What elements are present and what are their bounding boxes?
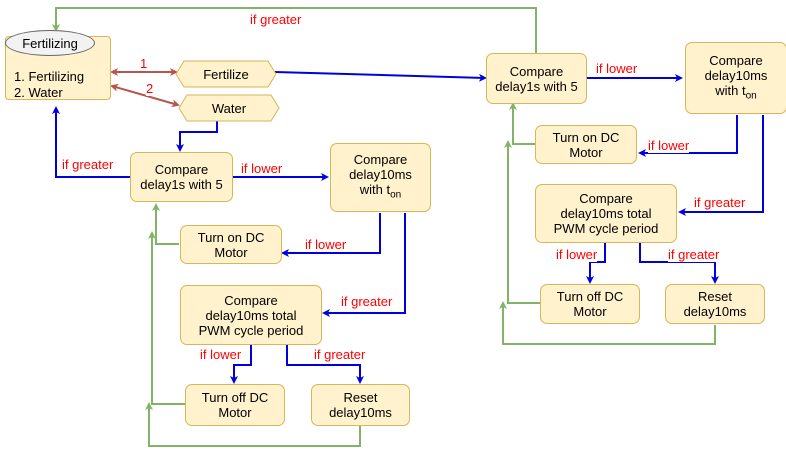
label-left-ton-if-greater: if greater: [341, 294, 393, 309]
arrow-right-pwm-lower-to-turnoff: [586, 243, 606, 284]
arrow-right-turnoff-loop: [504, 140, 540, 304]
water-label: Water: [211, 100, 247, 116]
label-left-if-lower: if lower: [241, 161, 283, 176]
menu-item-fertilizing[interactable]: 1. Fertilizing: [14, 69, 85, 84]
arrow-right-pwm-greater-to-reset: [639, 243, 719, 284]
fertilize-input[interactable]: Fertilize: [175, 60, 277, 88]
arrow-left-reset-loop: [145, 402, 361, 447]
arrow-water-to-left-compare: [176, 119, 218, 152]
arrow-left-ton-lower-to-turnon: [281, 213, 381, 257]
arrow-right-reset-loop: [499, 301, 716, 345]
arrow-left-greater-to-menu: [52, 106, 131, 178]
link-option-2: [110, 83, 180, 108]
label-right-pwm-if-lower: if lower: [556, 247, 598, 262]
label-left-pwm-if-lower: if lower: [200, 347, 242, 362]
label-left-pwm-if-greater: if greater: [314, 347, 366, 362]
arrow-left-ton-greater-to-pwm: [322, 213, 406, 317]
label-right-ton-if-lower: if lower: [648, 138, 690, 153]
fertilize-label: Fertilize: [203, 66, 249, 82]
water-input[interactable]: Water: [178, 94, 280, 122]
arrow-right-ton-greater-to-pwm: [678, 115, 764, 216]
menu-item-water[interactable]: 2. Water: [14, 85, 63, 100]
arrow-left-turnon-loop: [152, 203, 179, 245]
link-number-2: 2: [146, 81, 154, 96]
link-number-1: 1: [140, 56, 148, 71]
label-right-ton-if-greater: if greater: [694, 195, 746, 210]
label-left-if-greater: if greater: [62, 157, 114, 172]
label-if-greater-top: if greater: [250, 12, 302, 27]
arrow-right-turnon-loop: [509, 102, 535, 145]
label-right-pwm-if-greater: if greater: [668, 247, 720, 262]
arrow-left-pwm-lower-to-turnoff: [230, 345, 252, 384]
arrow-right-greater-to-menu: [52, 7, 537, 53]
menu-title: Fertilizing: [5, 30, 95, 56]
arrow-fertilize-to-right-compare: [274, 71, 487, 82]
label-left-ton-if-lower: if lower: [305, 237, 347, 252]
label-right-if-lower: if lower: [596, 61, 638, 76]
arrow-right-ton-lower-to-turnon: [638, 115, 738, 157]
arrow-left-pwm-greater-to-reset: [286, 345, 364, 384]
